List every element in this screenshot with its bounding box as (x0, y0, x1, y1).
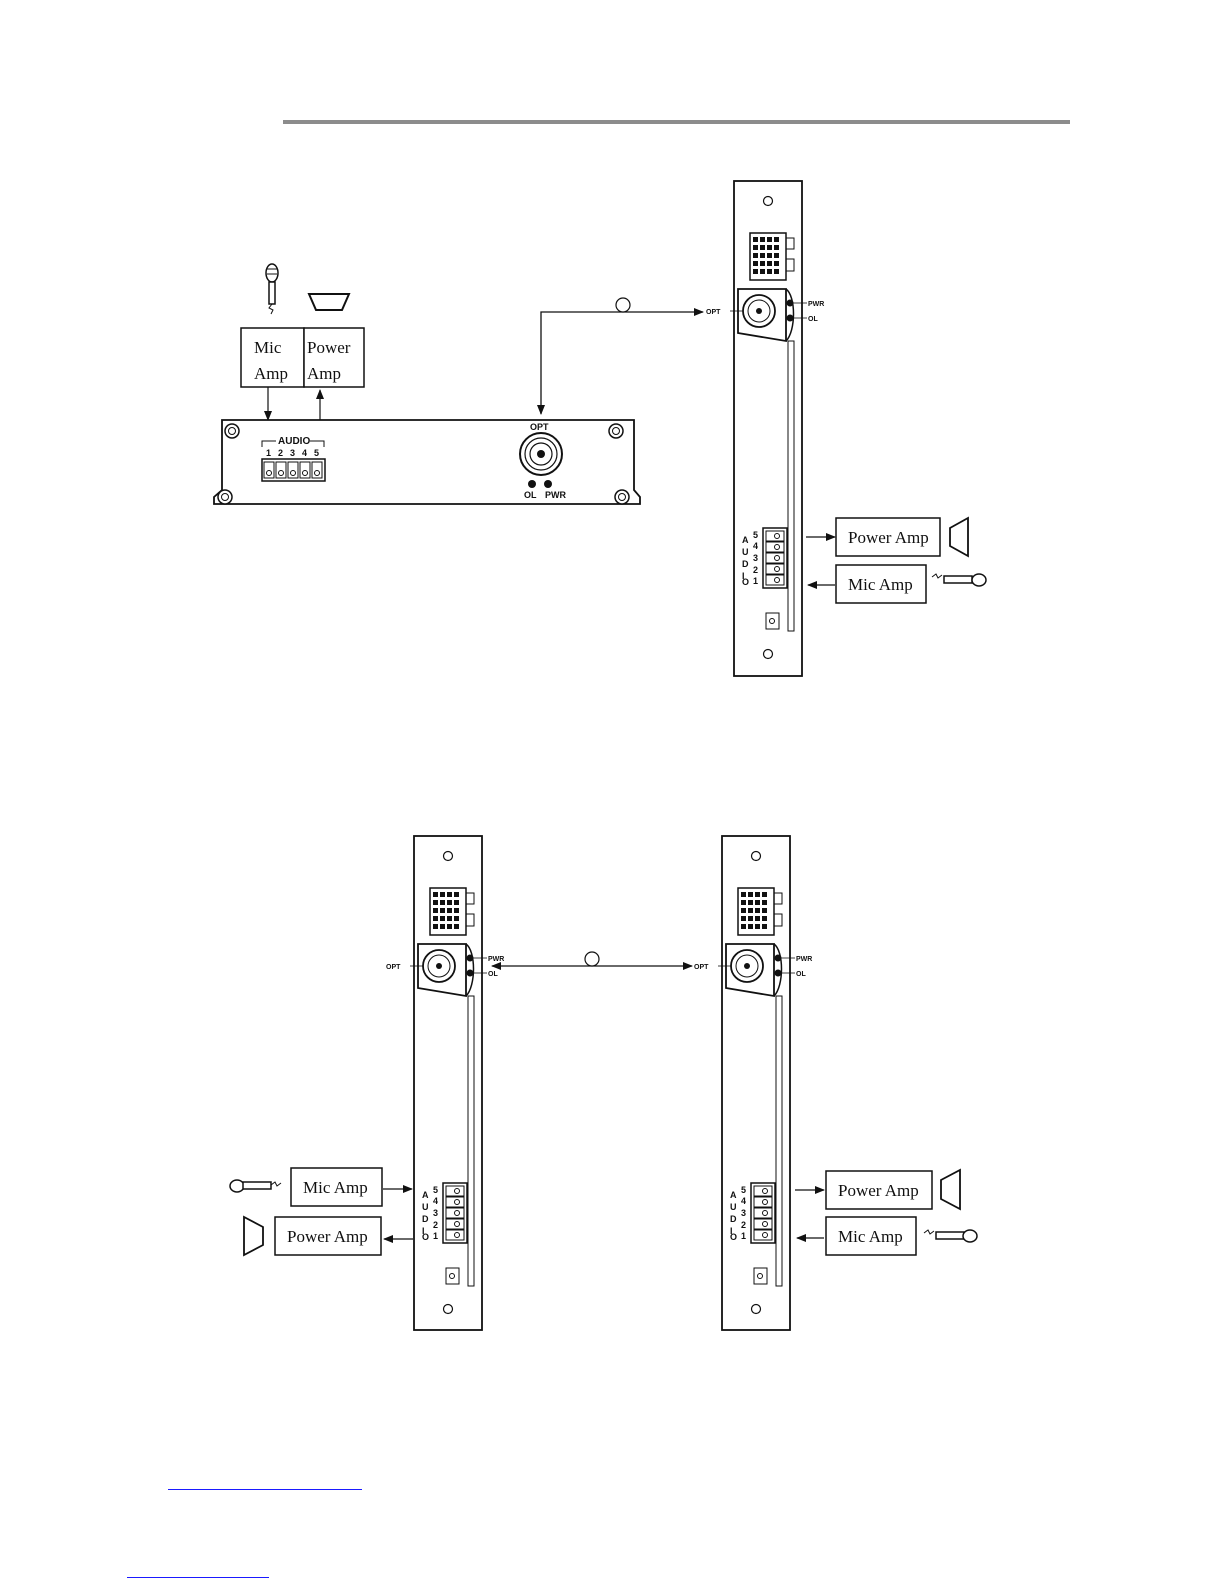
footer-link[interactable] (127, 1577, 269, 1578)
svg-text:Power Amp: Power Amp (287, 1227, 368, 1246)
power-amp-box: Power Amp (304, 328, 364, 387)
rack-card-1: PWR OL OPT A U D I O 5 4 3 2 1 (706, 181, 824, 676)
svg-text:2: 2 (753, 565, 758, 575)
svg-text:D: D (730, 1214, 737, 1224)
mic-amp-box: Mic Amp (241, 328, 304, 387)
svg-text:5: 5 (741, 1185, 746, 1195)
fiber-link-1 (541, 312, 703, 414)
svg-text:OPT: OPT (386, 964, 401, 971)
svg-text:U: U (730, 1202, 737, 1212)
svg-text:Amp: Amp (307, 364, 341, 383)
svg-text:Mic Amp: Mic Amp (838, 1227, 903, 1246)
svg-text:OL: OL (524, 490, 537, 500)
opt-label: OPT (530, 422, 549, 432)
svg-text:O: O (730, 1232, 737, 1242)
svg-text:Power Amp: Power Amp (838, 1181, 919, 1200)
svg-text:D: D (422, 1214, 429, 1224)
svg-text:A: A (730, 1190, 737, 1200)
svg-text:OPT: OPT (706, 309, 721, 316)
speaker-icon (941, 1170, 960, 1209)
svg-text:PWR: PWR (796, 956, 812, 963)
power-amp-box-left: Power Amp (275, 1217, 381, 1255)
svg-text:1: 1 (433, 1231, 438, 1241)
speaker-icon (950, 518, 968, 556)
rack-card-2-right: PWR OL OPT A U D I O 5 4 3 2 1 (694, 836, 812, 1330)
svg-text:O: O (422, 1232, 429, 1242)
standalone-unit: AUDIO 1 2 3 4 5 OPT OL PWR (214, 420, 640, 504)
svg-text:2: 2 (278, 448, 283, 458)
mic-amp-box-left: Mic Amp (291, 1168, 382, 1206)
speaker-icon (244, 1217, 263, 1255)
svg-text:Mic Amp: Mic Amp (848, 575, 913, 594)
svg-text:5: 5 (753, 530, 758, 540)
svg-text:1: 1 (753, 576, 758, 586)
mic-amp-box-right-2: Mic Amp (826, 1217, 916, 1255)
svg-text:3: 3 (753, 553, 758, 563)
power-amp-box-right-2: Power Amp (826, 1171, 932, 1209)
rack-card-2-left: PWR OL OPT A U D I O 5 4 3 2 1 (386, 836, 504, 1330)
svg-text:3: 3 (290, 448, 295, 458)
svg-text:4: 4 (753, 541, 758, 551)
optical-connector-icon (520, 433, 562, 475)
svg-text:3: 3 (433, 1208, 438, 1218)
microphone-icon (230, 1180, 281, 1192)
svg-text:4: 4 (302, 448, 307, 458)
audio-label: AUDIO (278, 436, 310, 447)
svg-text:OL: OL (808, 316, 818, 323)
svg-text:A: A (422, 1190, 429, 1200)
svg-text:Mic: Mic (254, 338, 282, 357)
svg-text:PWR: PWR (545, 490, 566, 500)
svg-text:Power: Power (307, 338, 351, 357)
svg-text:OPT: OPT (694, 964, 709, 971)
svg-text:5: 5 (314, 448, 319, 458)
pwr-led-icon (544, 480, 552, 488)
fiber-loop-icon (616, 298, 630, 312)
svg-text:4: 4 (433, 1196, 438, 1206)
svg-text:4: 4 (741, 1196, 746, 1206)
svg-text:PWR: PWR (808, 301, 824, 308)
footer-link[interactable] (168, 1489, 362, 1490)
svg-text:1: 1 (741, 1231, 746, 1241)
fiber-loop-icon (585, 952, 599, 966)
svg-text:3: 3 (741, 1208, 746, 1218)
svg-text:2: 2 (741, 1220, 746, 1230)
svg-text:U: U (422, 1202, 429, 1212)
svg-text:1: 1 (266, 448, 271, 458)
microphone-icon (932, 574, 986, 586)
svg-text:OL: OL (796, 971, 806, 978)
svg-text:2: 2 (433, 1220, 438, 1230)
svg-text:5: 5 (433, 1185, 438, 1195)
microphone-icon (266, 264, 278, 314)
svg-text:U: U (742, 547, 749, 557)
ol-led-icon (528, 480, 536, 488)
power-amp-box-right: Power Amp (836, 518, 940, 556)
svg-text:OL: OL (488, 971, 498, 978)
mic-amp-box-right: Mic Amp (836, 565, 926, 603)
svg-text:PWR: PWR (488, 956, 504, 963)
speaker-icon (309, 294, 349, 310)
svg-text:O: O (742, 577, 749, 587)
svg-text:Amp: Amp (254, 364, 288, 383)
svg-text:Mic Amp: Mic Amp (303, 1178, 368, 1197)
microphone-icon (924, 1230, 977, 1242)
svg-text:A: A (742, 535, 749, 545)
svg-text:D: D (742, 559, 749, 569)
svg-text:Power Amp: Power Amp (848, 528, 929, 547)
